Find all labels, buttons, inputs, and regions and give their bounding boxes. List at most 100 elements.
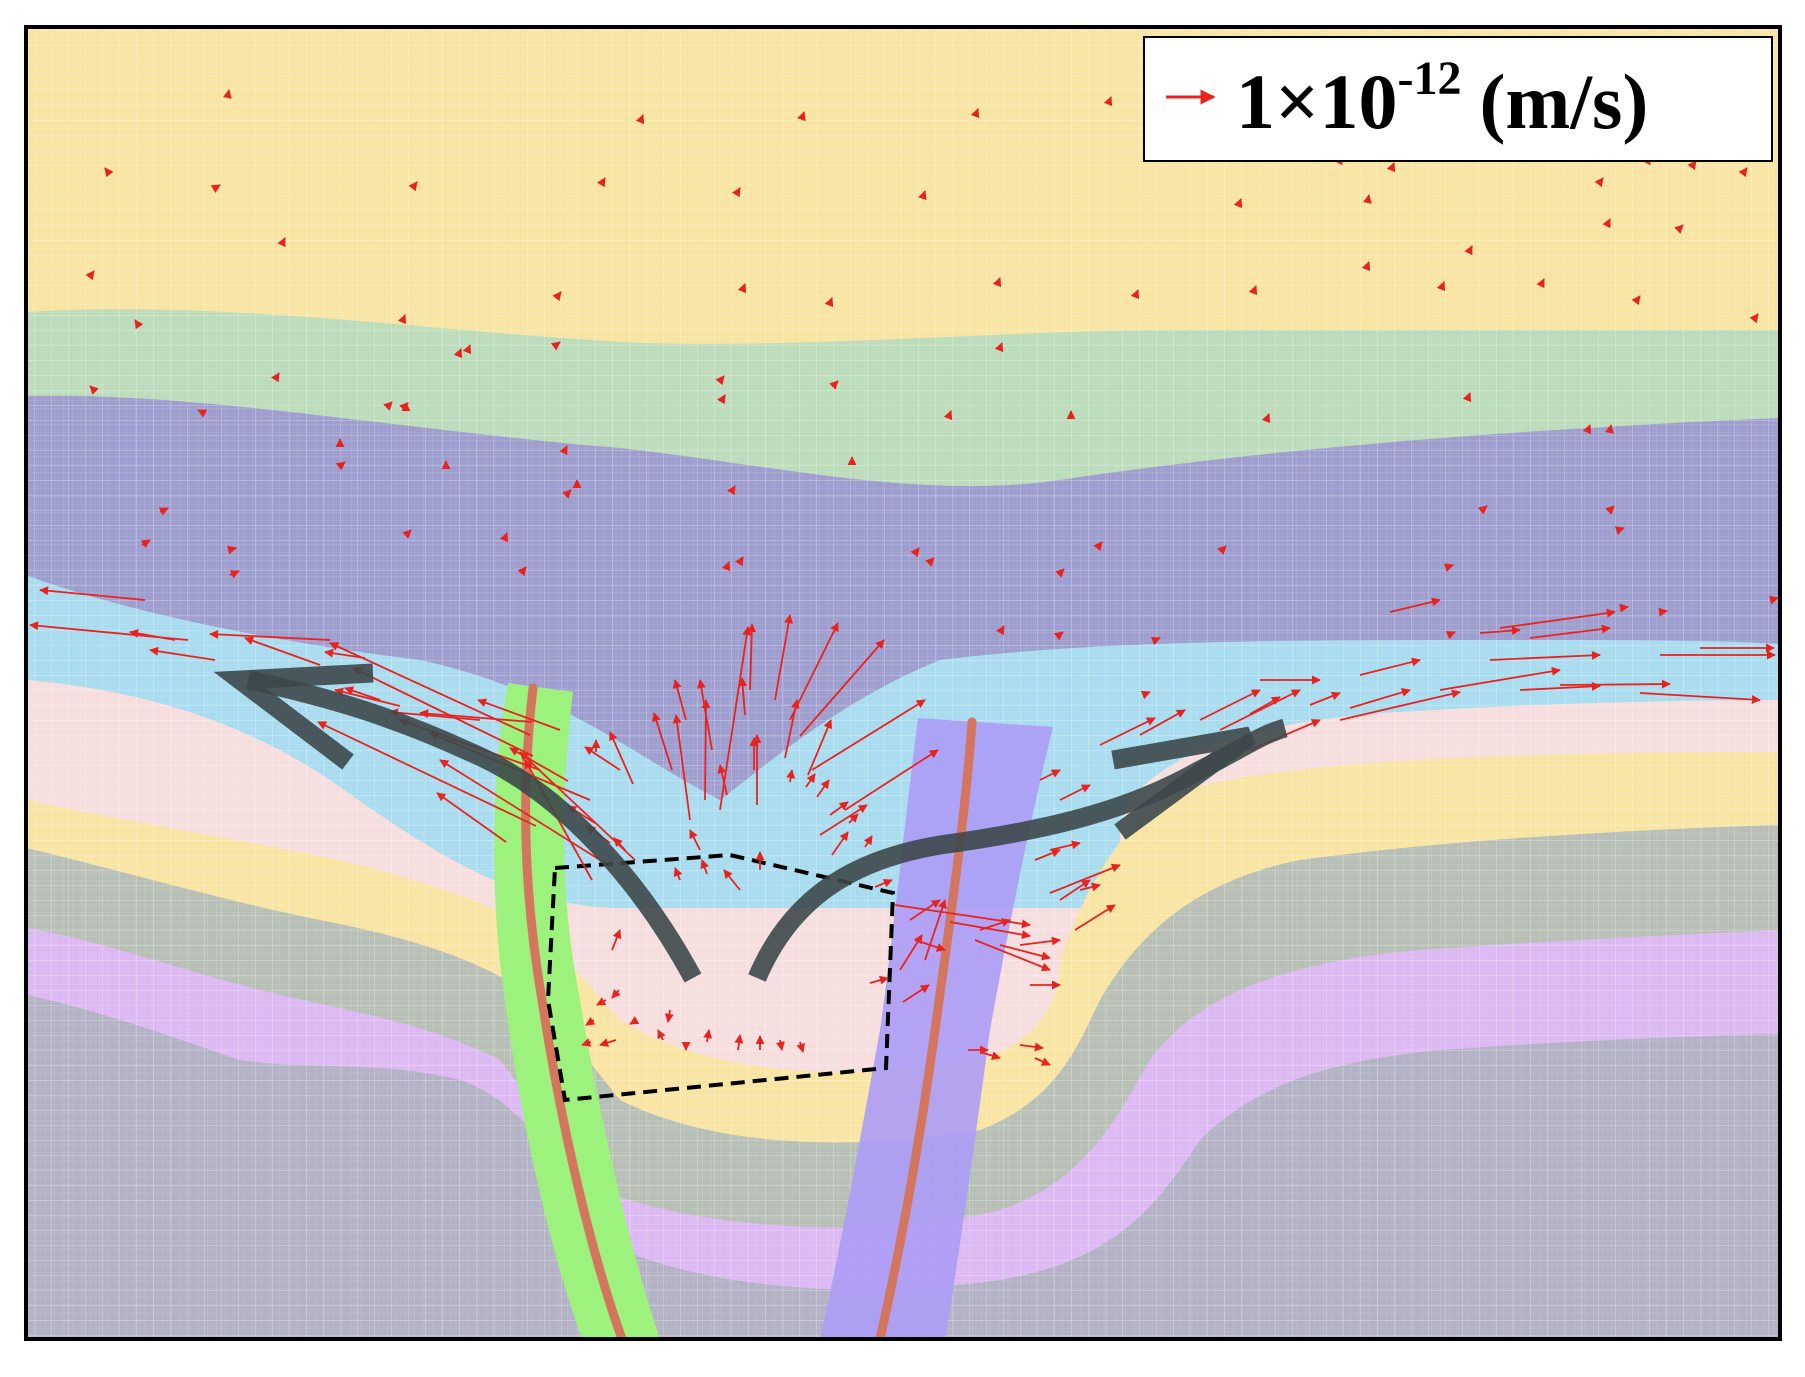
velocity-arrow <box>924 899 947 961</box>
velocity-arrow <box>664 1009 674 1023</box>
big-flow-arrow-left-icon <box>246 670 702 983</box>
velocity-arrow <box>611 929 622 951</box>
velocity-arrow <box>672 679 687 721</box>
velocity-arrow <box>1049 863 1121 894</box>
velocity-arrow <box>227 545 237 555</box>
velocity-arrow <box>1349 688 1411 709</box>
velocity-arrow <box>1386 162 1396 173</box>
velocity-arrow <box>1519 681 1601 691</box>
velocity-arrow <box>789 622 839 721</box>
velocity-arrow <box>1248 285 1258 296</box>
velocity-arrow <box>1139 709 1186 736</box>
velocity-arrow <box>970 108 980 119</box>
velocity-arrow <box>747 623 757 691</box>
velocity-arrow <box>1103 96 1113 107</box>
velocity-arrow <box>1233 198 1243 209</box>
velocity-arrow <box>829 801 849 816</box>
velocity-arrow <box>914 939 946 952</box>
velocity-arrow <box>1582 424 1592 435</box>
velocity-arrow <box>1602 218 1611 229</box>
velocity-arrow <box>874 878 893 888</box>
velocity-arrow <box>723 869 741 891</box>
velocity-arrow <box>1150 636 1161 646</box>
big-flow-arrow-right-head <box>1111 726 1256 840</box>
velocity-arrow <box>611 988 621 999</box>
dashed-zone <box>545 852 896 1103</box>
velocity-arrow <box>726 485 736 496</box>
velocity-arrow <box>596 997 607 1006</box>
velocity-arrow <box>635 114 645 125</box>
legend-exponent: -12 <box>1397 52 1461 105</box>
velocity-arrow <box>1049 840 1081 851</box>
velocity-arrow <box>829 380 839 390</box>
velocity-arrow <box>1604 424 1614 434</box>
velocity-arrow <box>1019 1042 1044 1052</box>
velocity-arrow <box>1019 936 1061 946</box>
velocity-arrow <box>39 586 146 601</box>
velocity-arrow <box>210 184 221 194</box>
velocity-arrow <box>402 529 412 539</box>
velocity-arrow <box>1436 281 1446 292</box>
velocity-arrow <box>1559 679 1671 689</box>
velocity-arrows <box>29 89 1779 1066</box>
velocity-arrow <box>344 686 381 701</box>
velocity-arrow <box>1749 313 1759 324</box>
velocity-arrow <box>1674 224 1684 234</box>
velocity-arrow <box>902 984 930 1003</box>
velocity-arrow <box>397 314 407 325</box>
velocity-arrow <box>222 89 232 99</box>
velocity-arrow <box>1219 689 1301 731</box>
velocity-arrow <box>584 746 621 771</box>
velocity-arrow <box>1389 597 1441 613</box>
velocity-arrow <box>811 699 926 771</box>
velocity-arrow <box>499 532 509 543</box>
velocity-arrow <box>453 348 463 359</box>
velocity-arrow <box>629 1016 640 1025</box>
velocity-arrow <box>1464 245 1473 256</box>
velocity-arrow <box>1619 603 1629 613</box>
velocity-arrow <box>317 721 537 827</box>
velocity-arrow <box>918 190 927 201</box>
velocity-arrow <box>1053 631 1064 641</box>
velocity-arrow <box>824 297 834 308</box>
velocity-arrow <box>477 698 561 731</box>
velocity-arrow <box>439 759 601 861</box>
velocity-arrow <box>383 401 393 411</box>
velocity-arrow <box>652 712 673 771</box>
velocity-arrow <box>979 1051 1001 1060</box>
velocity-arrow <box>1140 690 1151 700</box>
velocity-arrow <box>1261 413 1271 424</box>
velocity-arrow <box>149 646 216 661</box>
velocity-arrow <box>1605 505 1615 515</box>
velocity-arrow <box>925 557 935 567</box>
big-flow-arrow-left-head <box>213 663 374 770</box>
velocity-arrow <box>1309 691 1341 706</box>
velocity-arrow <box>1445 631 1456 640</box>
velocity-arrow <box>552 291 562 302</box>
velocity-arrow <box>673 867 683 881</box>
velocity-arrow <box>734 556 744 567</box>
velocity-arrow <box>408 181 418 192</box>
velocity-arrow <box>703 1029 713 1043</box>
velocity-arrow <box>1594 177 1604 188</box>
velocity-arrow <box>389 708 481 721</box>
velocity-arrow <box>1738 167 1748 178</box>
velocity-arrow <box>799 639 885 737</box>
velocity-arrow <box>994 342 1004 353</box>
velocity-arrow <box>197 409 208 418</box>
velocity-arrow <box>910 547 920 558</box>
legend-unit: (m/s) <box>1479 58 1648 145</box>
velocity-arrow <box>807 719 833 776</box>
velocity-arrow <box>672 714 691 821</box>
velocity-arrow <box>949 921 1031 940</box>
figure-frame <box>24 25 1782 1341</box>
velocity-arrow <box>719 626 752 811</box>
velocity-arrow <box>270 372 280 383</box>
velocity-arrow <box>844 749 939 811</box>
velocity-arrow <box>797 111 806 122</box>
velocity-arrow <box>85 270 95 281</box>
velocity-arrow <box>399 402 409 412</box>
velocity-arrow <box>1462 392 1472 403</box>
